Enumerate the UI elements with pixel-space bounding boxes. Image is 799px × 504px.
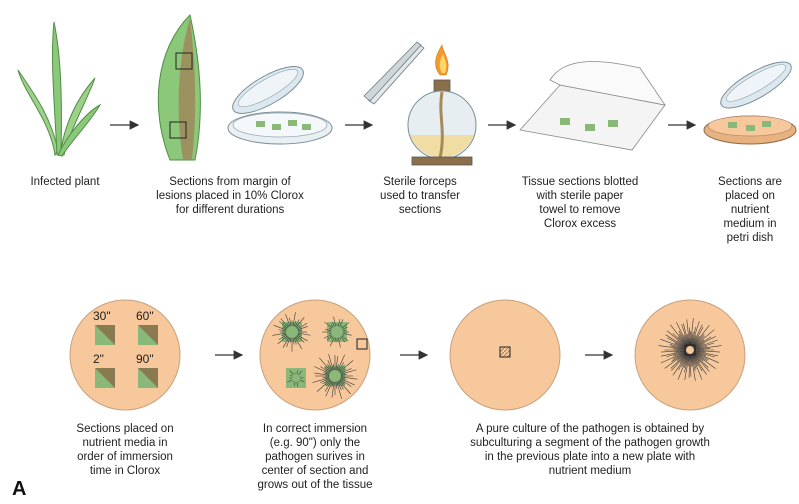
caption-line: nutrient media in bbox=[55, 436, 195, 450]
caption-line: with sterile paper bbox=[505, 189, 655, 203]
caption-infected-plant: Infected plant bbox=[10, 175, 120, 189]
panel-label: A bbox=[12, 478, 26, 501]
caption-line: Clorox excess bbox=[505, 217, 655, 231]
transferred-segment bbox=[500, 347, 510, 357]
time-label-2: 2" bbox=[93, 352, 104, 366]
time-label-90: 90" bbox=[136, 352, 154, 366]
caption-pure-culture: A pure culture of the pathogen is obtain… bbox=[440, 422, 740, 478]
section-2 bbox=[95, 368, 115, 388]
caption-tissue-blotted: Tissue sections blotted with sterile pap… bbox=[505, 175, 655, 231]
section-60 bbox=[138, 325, 158, 345]
caption-line: Sections from margin of bbox=[150, 175, 310, 189]
caption-line: In correct immersion bbox=[240, 422, 390, 436]
caption-line: subculturing a segment of the pathogen g… bbox=[440, 436, 740, 450]
nutrient-petri-dish-illustration bbox=[704, 54, 797, 144]
caption-line: Tissue sections blotted bbox=[505, 175, 655, 189]
caption-line: nutrient bbox=[705, 203, 795, 217]
caption-line: Sections placed on bbox=[55, 422, 195, 436]
caption-line: Infected plant bbox=[10, 175, 120, 189]
caption-line: in the previous plate into a new plate w… bbox=[440, 450, 740, 464]
caption-line: used to transfer bbox=[365, 189, 475, 203]
caption-line: for different durations bbox=[150, 203, 310, 217]
infected-plant-illustration bbox=[18, 22, 100, 156]
caption-line: medium in bbox=[705, 217, 795, 231]
caption-sterile-forceps: Sterile forceps used to transfer section… bbox=[365, 175, 475, 217]
caption-line: towel to remove bbox=[505, 203, 655, 217]
caption-line: petri dish bbox=[705, 231, 795, 245]
paper-towel-illustration bbox=[520, 61, 665, 150]
pure-culture-plate bbox=[635, 300, 745, 410]
subculture-plate bbox=[450, 300, 560, 410]
caption-line: A pure culture of the pathogen is obtain… bbox=[440, 422, 740, 436]
caption-line: Sections are bbox=[705, 175, 795, 189]
growth-section-c bbox=[286, 368, 306, 388]
caption-clorox-sections: Sections from margin of lesions placed i… bbox=[150, 175, 310, 217]
immersion-plate: 30" 60" 2" 90" bbox=[70, 300, 180, 410]
caption-line: order of immersion bbox=[55, 450, 195, 464]
caption-line: time in Clorox bbox=[55, 464, 195, 478]
section-90 bbox=[138, 368, 158, 388]
caption-line: center of section and bbox=[240, 464, 390, 478]
clorox-petri-dish-illustration bbox=[226, 58, 332, 144]
caption-immersion-order: Sections placed on nutrient media in ord… bbox=[55, 422, 195, 478]
caption-line: lesions placed in 10% Clorox bbox=[150, 189, 310, 203]
caption-correct-immersion: In correct immersion (e.g. 90") only the… bbox=[240, 422, 390, 492]
caption-line: Sterile forceps bbox=[365, 175, 475, 189]
forceps-and-flame-illustration bbox=[364, 42, 476, 165]
growth-plate bbox=[260, 300, 370, 410]
caption-line: sections bbox=[365, 203, 475, 217]
infected-leaf-illustration bbox=[158, 15, 200, 160]
caption-line: grows out of the tissue bbox=[240, 478, 390, 492]
time-label-60: 60" bbox=[136, 309, 154, 323]
caption-line: (e.g. 90") only the bbox=[240, 436, 390, 450]
section-30 bbox=[95, 325, 115, 345]
time-label-30: 30" bbox=[93, 309, 111, 323]
caption-line: placed on bbox=[705, 189, 795, 203]
caption-line: pathogen surives in bbox=[240, 450, 390, 464]
caption-nutrient-medium: Sections are placed on nutrient medium i… bbox=[705, 175, 795, 245]
caption-line: nutrient medium bbox=[440, 464, 740, 478]
